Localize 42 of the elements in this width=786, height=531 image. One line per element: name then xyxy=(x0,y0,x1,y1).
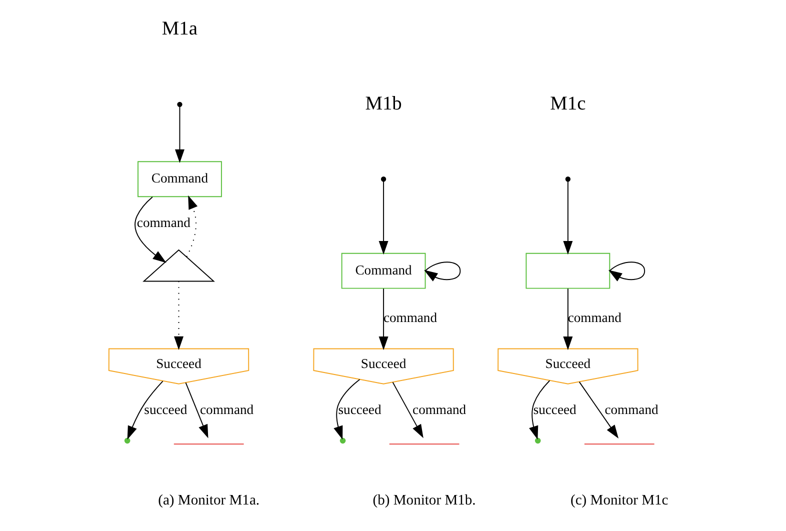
label: M1c xyxy=(550,93,586,114)
node-box xyxy=(526,252,610,289)
arrow xyxy=(424,262,461,282)
edge-label: command xyxy=(200,402,254,418)
edge-label: succeed xyxy=(144,402,188,418)
node-circle xyxy=(124,438,130,444)
node-bar xyxy=(388,444,460,445)
label: (a) Monitor M1a. xyxy=(158,492,260,509)
arrow xyxy=(578,381,619,438)
edge-label: command xyxy=(136,214,190,230)
label: M1b xyxy=(365,93,402,114)
arrow xyxy=(134,196,166,263)
node-box: Command xyxy=(341,252,426,289)
node-circle xyxy=(565,176,571,182)
arrow xyxy=(563,180,573,255)
node-circle xyxy=(380,176,386,182)
node-bar xyxy=(173,444,244,445)
node-box: Command xyxy=(138,161,222,198)
arrow xyxy=(378,288,388,350)
label: M1a xyxy=(162,18,198,40)
node-circle xyxy=(534,438,541,444)
node-circle xyxy=(340,438,346,444)
arrow xyxy=(608,262,646,282)
arrow xyxy=(186,195,198,258)
arrow xyxy=(529,380,550,440)
node-bar xyxy=(584,444,655,445)
arrow xyxy=(174,280,184,350)
arrow xyxy=(334,379,360,440)
edge-label: command xyxy=(412,402,466,418)
edge-label: succeed xyxy=(533,402,576,418)
arrow xyxy=(392,382,424,438)
edge-label: succeed xyxy=(338,402,382,418)
arrow xyxy=(185,382,208,438)
arrow xyxy=(174,106,184,163)
arrow xyxy=(563,288,573,350)
node-circle xyxy=(177,102,182,107)
label: (c) Monitor M1c xyxy=(570,492,668,509)
label: (b) Monitor M1b. xyxy=(372,492,476,509)
edge-label: command xyxy=(604,402,658,418)
arrow xyxy=(378,180,388,255)
edge-label: command xyxy=(383,310,437,325)
arrow xyxy=(127,380,164,440)
